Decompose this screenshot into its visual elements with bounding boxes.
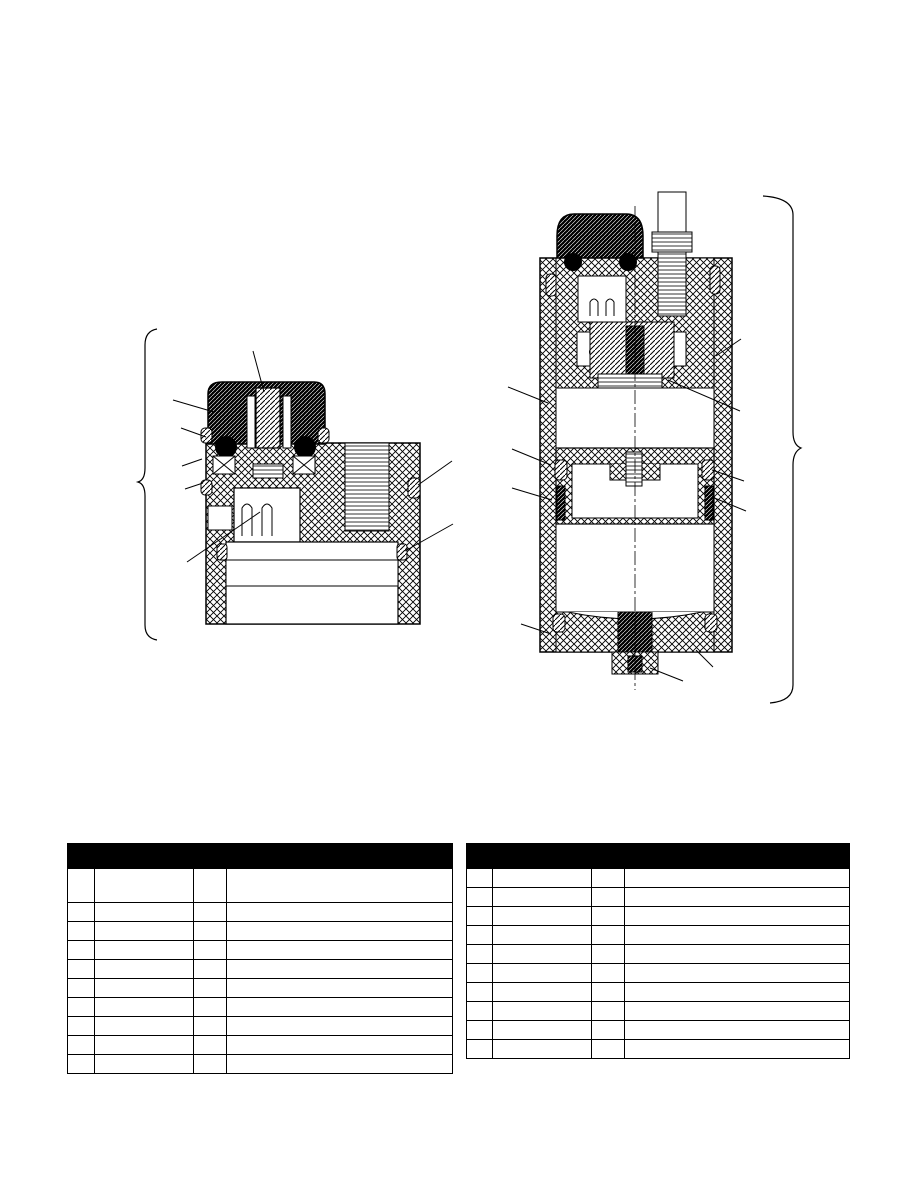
table-row: [466, 906, 850, 926]
table-row: [466, 868, 850, 888]
table-row: [466, 1039, 850, 1059]
right-assembly: [507, 191, 803, 704]
table-right-header: [466, 843, 850, 869]
table-row: [466, 1001, 850, 1021]
table-row: [466, 887, 850, 907]
table-left-header: [67, 843, 453, 869]
table-row: [67, 902, 453, 922]
cross-section-drawing: [135, 191, 803, 704]
table-row: [67, 940, 453, 960]
table-row: [466, 1020, 850, 1040]
left-plunger: [233, 487, 301, 543]
left-ball: [215, 436, 237, 458]
parts-table-left: [67, 843, 453, 1074]
left-assembly: [135, 328, 454, 641]
table-row: [67, 1035, 453, 1055]
table-row: [67, 921, 453, 941]
table-row: [67, 1054, 453, 1074]
parts-table-right: [466, 843, 850, 1059]
table-row: [67, 978, 453, 998]
table-row: [466, 925, 850, 945]
left-brace: [135, 328, 158, 641]
table-row: [67, 997, 453, 1017]
left-ball: [294, 436, 316, 458]
table-row: [67, 868, 453, 903]
table-row: [466, 963, 850, 983]
right-knob: [556, 213, 644, 259]
left-stem: [255, 387, 281, 449]
right-brace: [762, 195, 803, 704]
table-row: [466, 982, 850, 1002]
table-row: [67, 959, 453, 979]
table-row: [67, 1016, 453, 1036]
table-row: [466, 944, 850, 964]
